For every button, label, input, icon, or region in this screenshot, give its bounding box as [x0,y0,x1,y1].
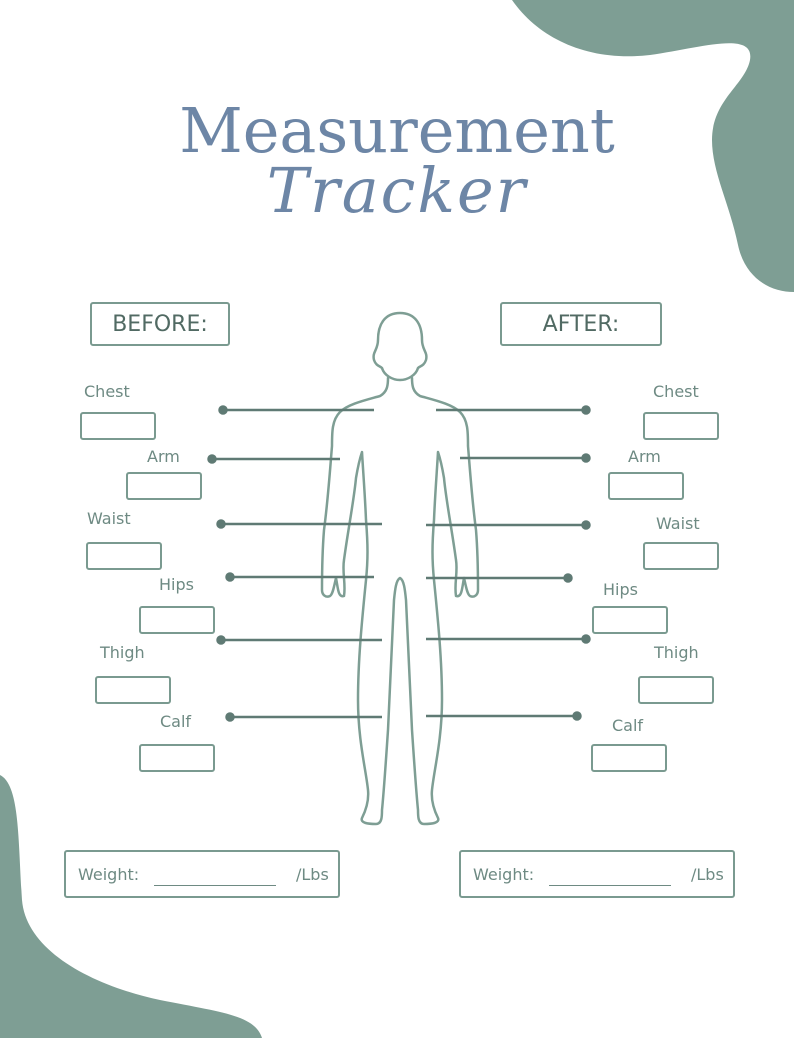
before-weight-label: Weight: [78,865,139,884]
before-weight-unit: /Lbs [296,865,329,884]
before-hips-label: Hips [159,575,194,594]
before-calf-box[interactable] [139,744,215,772]
after-weight-unit: /Lbs [691,865,724,884]
after-calf-label: Calf [612,716,643,735]
after-thigh-label: Thigh [654,643,699,662]
after-hips-label: Hips [603,580,638,599]
before-chest-box[interactable] [80,412,156,440]
connector-lines [209,407,590,721]
after-weight-label: Weight: [473,865,534,884]
after-hips-box[interactable] [592,606,668,634]
after-calf-box[interactable] [591,744,667,772]
after-chest-label: Chest [653,382,699,401]
after-waist-box[interactable] [643,542,719,570]
before-waist-label: Waist [87,509,131,528]
after-weight-box: Weight: /Lbs [459,850,735,898]
before-chest-label: Chest [84,382,130,401]
after-thigh-box[interactable] [638,676,714,704]
before-thigh-box[interactable] [95,676,171,704]
before-arm-box[interactable] [126,472,202,500]
before-calf-label: Calf [160,712,191,731]
human-body-outline-icon [322,313,478,824]
after-weight-input-line[interactable] [549,885,671,886]
before-waist-box[interactable] [86,542,162,570]
before-arm-label: Arm [147,447,180,466]
before-weight-box: Weight: /Lbs [64,850,340,898]
after-waist-label: Waist [656,514,700,533]
before-thigh-label: Thigh [100,643,145,662]
before-hips-box[interactable] [139,606,215,634]
after-arm-box[interactable] [608,472,684,500]
after-arm-label: Arm [628,447,661,466]
after-chest-box[interactable] [643,412,719,440]
before-weight-input-line[interactable] [154,885,276,886]
